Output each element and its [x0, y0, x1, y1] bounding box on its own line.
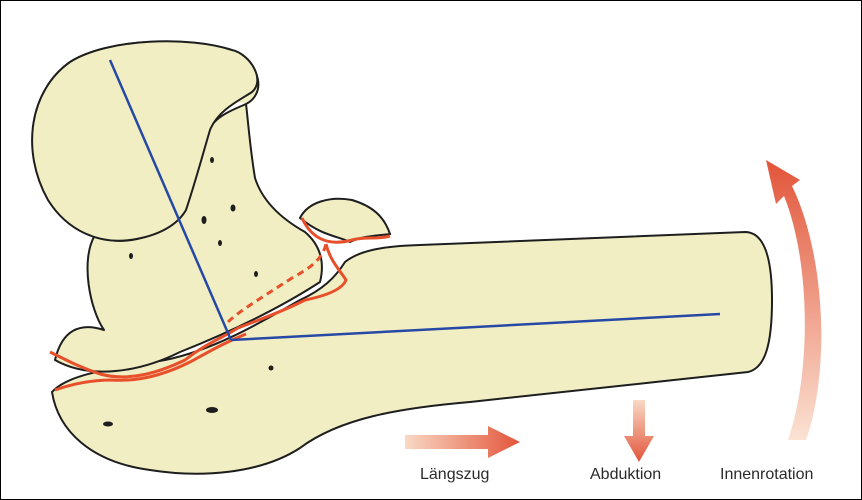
internal-rotation-arrow-icon	[766, 160, 821, 440]
traction-arrow-icon	[405, 426, 520, 458]
traction-label: Längszug	[420, 466, 489, 484]
abduction-label: Abduktion	[590, 466, 661, 484]
abduction-arrow-icon	[624, 400, 654, 462]
internal-rotation-label: Innenrotation	[720, 466, 813, 484]
